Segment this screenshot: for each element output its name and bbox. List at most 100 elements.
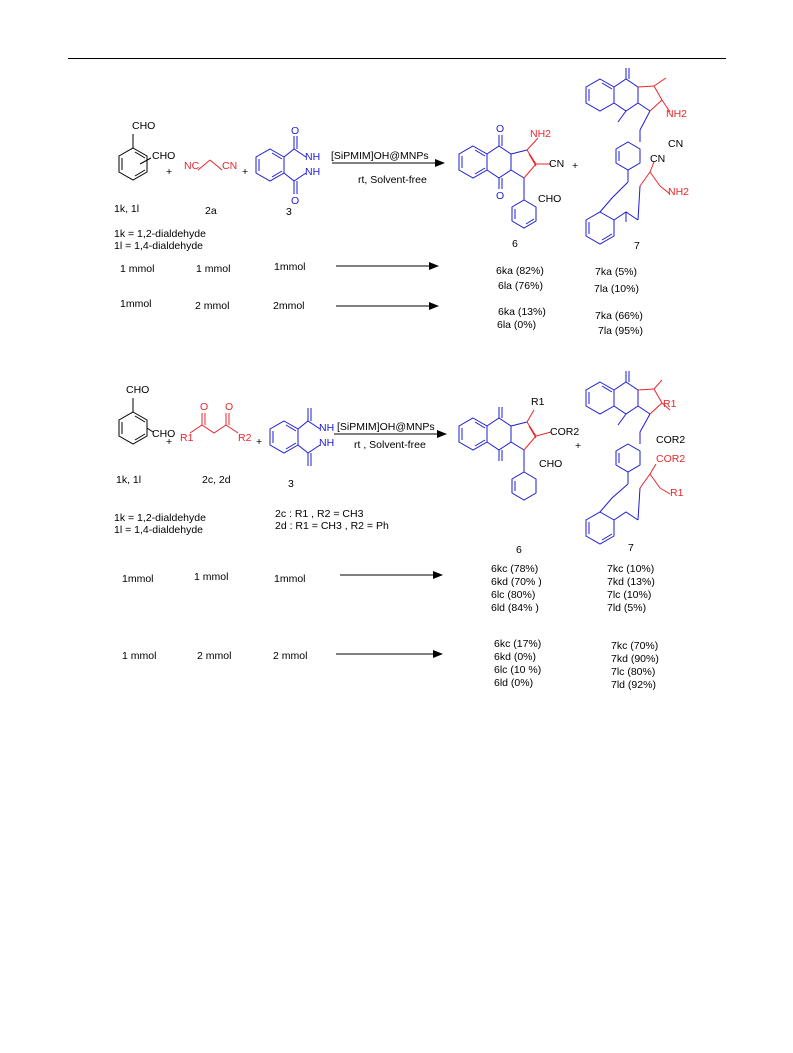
scheme1-dialdehyde-structure <box>118 134 152 181</box>
s1-p7-cn-top: CN <box>668 138 684 150</box>
s2-cho-top: CHO <box>126 384 150 396</box>
s1-o-top: O <box>291 125 300 137</box>
s2-catalyst: [SiPMIM]OH@MNPs <box>337 421 435 433</box>
s2-r1-6ld: 6ld (84% ) <box>491 602 539 614</box>
s1-cn-label: CN <box>222 160 238 172</box>
s2-r2-6ld: 6ld (0%) <box>494 677 534 689</box>
s1-r2-6ka: 6ka (13%) <box>498 306 546 318</box>
s1-r2-amount-1: 1mmol <box>120 298 152 310</box>
s2-r2-amount-1: 1 mmol <box>122 650 157 662</box>
s2-nh-bottom: NH <box>319 437 335 449</box>
s2-r1-6lc: 6lc (80%) <box>491 589 536 601</box>
s1-r1-7la: 7la (10%) <box>594 283 639 295</box>
s1-r1-6la: 6la (76%) <box>498 280 543 292</box>
s1-p7-nh2-top: NH2 <box>666 108 688 120</box>
s2-label-2c2d: 2c, 2d <box>202 474 231 486</box>
scheme2-product6-structure <box>458 407 552 501</box>
s1-r1-7ka: 7ka (5%) <box>595 266 638 278</box>
scheme2-product7-structure <box>585 371 671 545</box>
s1-nh-top: NH <box>305 151 321 163</box>
s2-r1-7lc: 7lc (10%) <box>607 589 652 601</box>
s2-r1-7ld: 7ld (5%) <box>607 602 647 614</box>
s2-label-1k1l: 1k, 1l <box>116 474 142 486</box>
s1-def-1k: 1k = 1,2-dialdehyde <box>114 228 206 240</box>
s2-p7-r1-bot: R1 <box>670 487 684 499</box>
s2-r1-6kd: 6kd (70% ) <box>491 576 542 588</box>
s2-p6-cho: CHO <box>539 458 563 470</box>
s1-r1-amount-3: 1mmol <box>274 261 306 273</box>
s2-conditions: rt , Solvent-free <box>354 439 426 451</box>
s2-r2-7kc: 7kc (70%) <box>611 640 659 652</box>
s1-p6-o-bottom: O <box>496 190 505 202</box>
s1-r2-6la: 6la (0%) <box>497 319 537 331</box>
s1-plus-2: + <box>242 166 249 178</box>
s1-p7-label: 7 <box>634 240 640 252</box>
s2-p7-cor2-top: COR2 <box>656 434 686 446</box>
s2-r1-6kc: 6kc (78%) <box>491 563 539 575</box>
s1-p7-nh2-bot: NH2 <box>668 186 690 198</box>
s2-p7-cor2-mid: COR2 <box>656 453 686 465</box>
s1-nh-bottom: NH <box>305 166 321 178</box>
header-rule <box>68 58 726 59</box>
s2-p7-label: 7 <box>628 542 634 554</box>
s2-r1-amount-2: 1 mmol <box>194 571 229 583</box>
s2-plus-3: + <box>575 440 582 452</box>
s2-r2-6lc: 6lc (10 %) <box>494 664 542 676</box>
s1-label-1k1l: 1k, 1l <box>114 203 140 215</box>
s1-catalyst: [SiPMIM]OH@MNPs <box>331 150 429 162</box>
s2-r1-amount-3: 1mmol <box>274 573 306 585</box>
s1-p6-cho: CHO <box>538 193 562 205</box>
s1-p7-cn-mid: CN <box>650 153 666 165</box>
s2-r2-7ld: 7ld (92%) <box>611 679 656 691</box>
s2-r1-7kc: 7kc (10%) <box>607 563 655 575</box>
s2-sub-2c: 2c : R1 , R2 = CH3 <box>275 508 364 520</box>
s2-r2: R2 <box>238 432 252 444</box>
s2-plus-2: + <box>256 436 263 448</box>
scheme2-phthalhydrazide-structure <box>269 408 321 466</box>
s1-r2-7la: 7la (95%) <box>598 325 643 337</box>
scheme1-malononitrile-structure <box>197 159 223 171</box>
s1-conditions: rt, Solvent-free <box>358 174 427 186</box>
s1-p6-cn: CN <box>549 158 565 170</box>
s2-r1-7kd: 7kd (13%) <box>607 576 655 588</box>
s2-r2-amount-2: 2 mmol <box>197 650 232 662</box>
s2-p6-r1: R1 <box>531 396 545 408</box>
s1-r2-7ka: 7ka (66%) <box>595 310 643 322</box>
scheme2-diketone-structure <box>189 413 239 434</box>
s1-p6-label: 6 <box>512 238 518 250</box>
s2-label-3: 3 <box>288 478 294 490</box>
s2-p7-r1-top: R1 <box>663 398 677 410</box>
s1-cho-top: CHO <box>132 120 156 132</box>
s2-nh-top: NH <box>319 422 335 434</box>
s1-r1-6ka: 6ka (82%) <box>496 265 544 277</box>
s1-r2-amount-2: 2 mmol <box>195 300 230 312</box>
scheme1-phthalhydrazide-structure <box>255 136 307 194</box>
s1-r1-amount-1: 1 mmol <box>120 263 155 275</box>
s2-r2-6kd: 6kd (0%) <box>494 651 537 663</box>
s2-o-right: O <box>225 401 234 413</box>
s2-o-left: O <box>200 401 209 413</box>
s2-def-1k: 1k = 1,2-dialdehyde <box>114 512 206 524</box>
s1-label-3: 3 <box>286 206 292 218</box>
s2-r2-amount-3: 2 mmol <box>273 650 308 662</box>
s1-label-2a: 2a <box>205 205 217 217</box>
s1-def-1l: 1l = 1,4-dialdehyde <box>114 240 204 252</box>
s1-p6-nh2: NH2 <box>530 128 551 140</box>
s1-r1-amount-2: 1 mmol <box>196 263 231 275</box>
scheme1-product7-structure <box>585 68 671 245</box>
scheme1-product6-structure <box>458 135 551 229</box>
scheme2-dialdehyde-structure <box>118 398 154 445</box>
s2-sub-2d: 2d : R1 = CH3 , R2 = Ph <box>275 520 389 532</box>
s1-cho-ring: CHO <box>152 150 176 162</box>
s2-r2-7kd: 7kd (90%) <box>611 653 659 665</box>
s2-p6-label: 6 <box>516 544 522 556</box>
s1-plus-3: + <box>572 160 579 172</box>
s1-plus-1: + <box>166 166 173 178</box>
s2-p6-cor2: COR2 <box>550 426 580 438</box>
s1-o-bottom: O <box>291 195 300 207</box>
s1-nc-label: NC <box>184 160 200 172</box>
s2-plus-1: + <box>166 436 173 448</box>
s2-r1: R1 <box>180 432 194 444</box>
s2-cho-ring: CHO <box>152 428 176 440</box>
